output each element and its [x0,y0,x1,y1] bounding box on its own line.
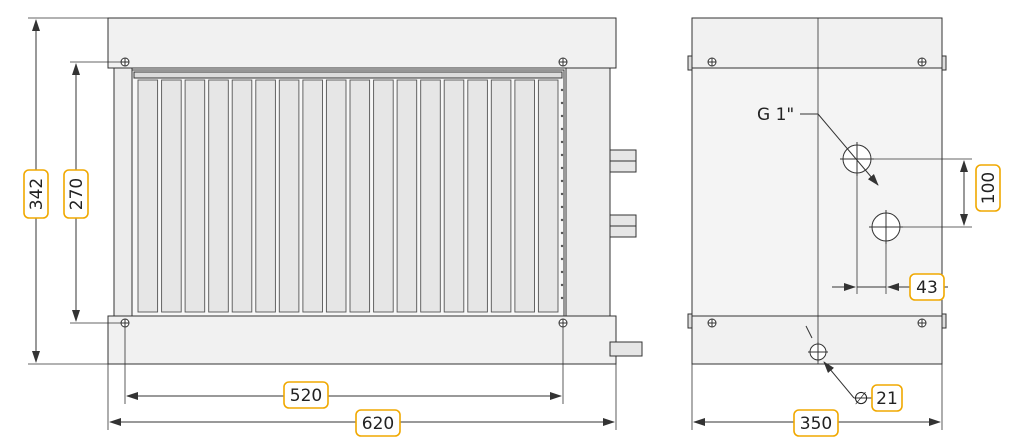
rivet [560,296,564,300]
coil-fin [467,79,488,313]
rivet [560,244,564,248]
side-top-band [691,17,943,69]
label-box-520 [283,381,329,409]
label-box-620 [355,409,401,437]
rivet [560,179,564,183]
rivet [560,283,564,287]
rivet [560,101,564,105]
drain-connection [609,341,643,357]
rivet [560,270,564,274]
coil-fin [420,79,441,313]
rivet [560,140,564,144]
drain-opening [808,342,828,362]
label-342: 342 [27,178,47,210]
thread-label: G 1" [757,105,794,125]
pipe-connection-lower [609,214,637,238]
label-box-21 [871,384,903,412]
coil-fin [184,79,206,313]
rivet [560,218,564,222]
coil-fin [231,79,253,313]
rivet-line [560,88,564,300]
coil-frame-inner-top [133,71,563,79]
rivet [560,88,564,92]
side-view [687,17,947,365]
coil-fin [396,79,418,313]
label-350: 350 [800,414,832,434]
coil-fin [302,79,323,313]
label-100: 100 [979,172,999,204]
dimension-labels: 342 270 520 620 350 100 43 21 ∅ G 1" [23,105,1001,437]
thread-leader [817,113,879,186]
coil-fin [443,79,465,313]
coil-fin [514,79,535,313]
coil-fin [255,79,276,313]
label-box-100 [975,164,1001,212]
front-top-band [107,17,617,69]
side-screw-bottom-right [917,318,927,328]
label-270: 270 [67,178,87,210]
coil-fin [349,79,371,313]
rivet [560,192,564,196]
label-520: 520 [290,386,322,406]
side-screw-top-right [917,57,927,67]
label-43: 43 [916,278,938,298]
coil-fin [373,79,394,313]
label-box-270 [63,169,89,219]
coil-fin [208,79,229,313]
label-box-43 [909,273,945,301]
side-body [691,67,943,317]
side-screw-bottom-left [707,318,717,328]
rivet [560,205,564,209]
label-box-350 [793,409,839,437]
diameter-leader [823,361,855,399]
coil-fins [137,79,559,313]
coil-fin [490,79,512,313]
pipe-connection-upper [609,149,637,173]
diameter-symbol: ∅ [854,389,869,409]
coil-fin [137,79,159,313]
front-view [107,17,643,365]
coil-fin [161,79,182,313]
rivet [560,153,564,157]
label-620: 620 [362,414,394,434]
coil-fin [278,79,300,313]
side-screw-top-left [707,57,717,67]
front-bottom-band [107,315,617,365]
rivet [560,166,564,170]
rivet [560,127,564,131]
label-box-342 [23,169,49,219]
front-left-side [113,67,133,317]
coil-fin [537,79,559,313]
rivet [560,231,564,235]
coil-fin [325,79,347,313]
label-21: 21 [876,389,898,409]
rivet [560,257,564,261]
screw-top-right [558,57,568,67]
front-right-side [565,67,611,317]
rivet [560,114,564,118]
